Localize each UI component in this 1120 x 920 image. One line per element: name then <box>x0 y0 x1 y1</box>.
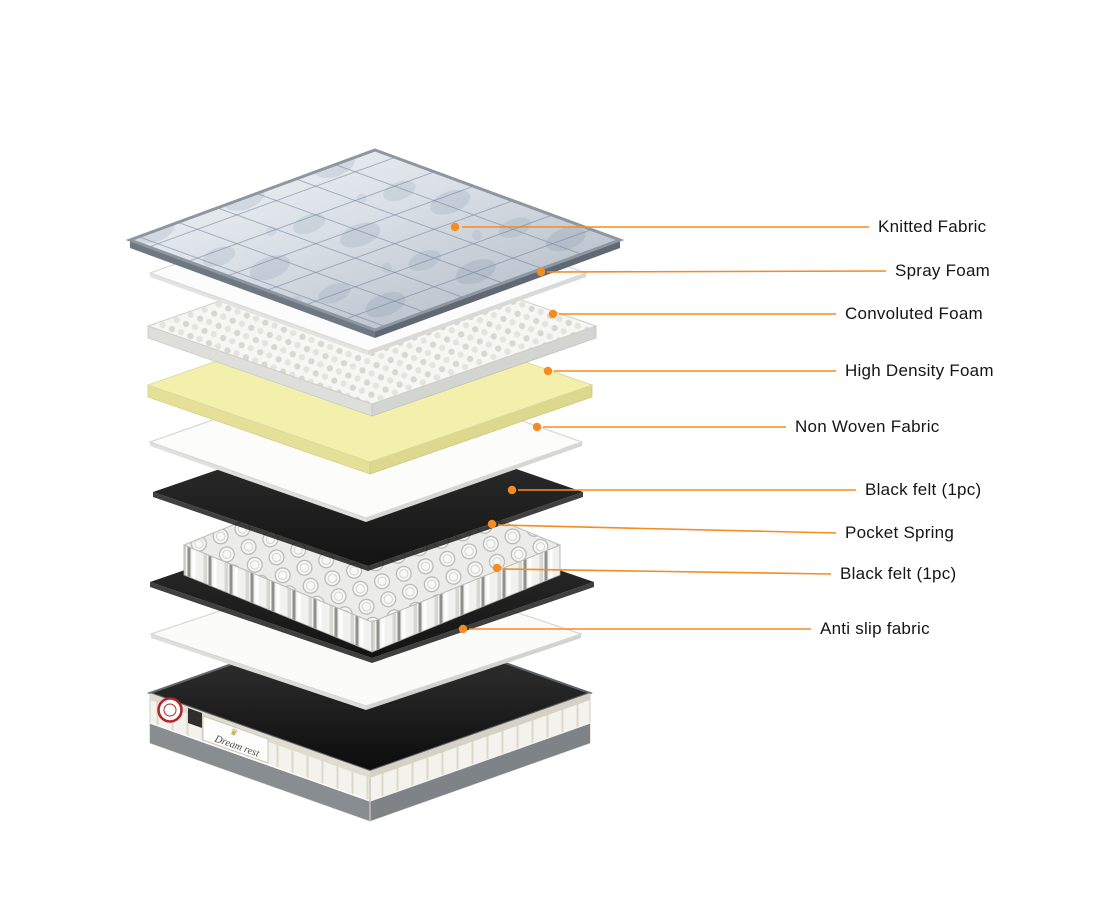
callout-line-pocket-spring <box>497 524 837 534</box>
mattress-piping-left <box>149 722 371 802</box>
label-anti-slip-fabric: Anti slip fabric <box>820 619 930 638</box>
label-black-felt-lower: Black felt (1pc) <box>840 564 957 583</box>
label-pocket-spring: Pocket Spring <box>845 523 955 542</box>
spray-foam-thickness-right <box>368 273 586 355</box>
callout-dot-knitted-fabric <box>450 222 460 232</box>
callout-dot-non-woven-fabric <box>532 422 542 432</box>
label-black-felt-upper: Black felt (1pc) <box>865 480 982 499</box>
callout-dot-spray-foam <box>536 267 546 277</box>
mattress-round-badge <box>157 697 183 723</box>
non-woven-thickness-left <box>150 442 366 522</box>
knitted-thickness-left <box>130 240 375 338</box>
mattress-top-tape-right <box>370 693 590 778</box>
label-non-woven-fabric: Non Woven Fabric <box>795 417 940 436</box>
callout-dot-black-felt-upper <box>507 485 517 495</box>
callout-dot-convoluted-foam <box>548 309 558 319</box>
mattress-bottom-band-right <box>370 723 590 821</box>
anti-slip-thickness-right <box>366 634 581 710</box>
callout-lines <box>462 226 887 630</box>
felt-upper-thickness-left <box>153 492 368 571</box>
knitted-quilt-lines-b <box>125 148 625 332</box>
callout-dot-black-felt-lower <box>492 563 502 573</box>
non-woven-thickness-right <box>366 442 582 522</box>
mattress-top-tape-left <box>150 693 370 778</box>
knitted-thickness-right <box>375 240 620 338</box>
callout-line-black-felt-lower <box>502 568 832 575</box>
layer-knitted-fabric <box>125 148 625 338</box>
crown-icon: ♛ <box>229 726 240 738</box>
spray-foam-thickness-left <box>150 273 368 355</box>
felt-lower-thickness-right <box>372 582 594 663</box>
felt-upper-thickness-right <box>368 492 583 571</box>
callout-line-spray-foam <box>546 270 887 273</box>
label-spray-foam: Spray Foam <box>895 261 991 280</box>
felt-lower-thickness-left <box>150 582 372 663</box>
label-knitted-fabric: Knitted Fabric <box>878 217 987 236</box>
label-high-density-foam: High Density Foam <box>845 361 994 380</box>
mattress-bottom-band-left <box>150 723 370 821</box>
anti-slip-thickness-left <box>151 634 366 710</box>
callout-dot-high-density-foam <box>543 366 553 376</box>
callout-dot-anti-slip-fabric <box>458 624 468 634</box>
mattress-piping-right <box>369 722 591 802</box>
mattress-brand-plaque <box>202 715 269 764</box>
callout-dots <box>450 222 558 634</box>
mattress-dark-tag <box>188 708 202 728</box>
label-convoluted-foam: Convoluted Foam <box>845 304 983 323</box>
callout-dot-pocket-spring <box>487 519 497 529</box>
mattress-round-badge-inner <box>163 703 177 717</box>
